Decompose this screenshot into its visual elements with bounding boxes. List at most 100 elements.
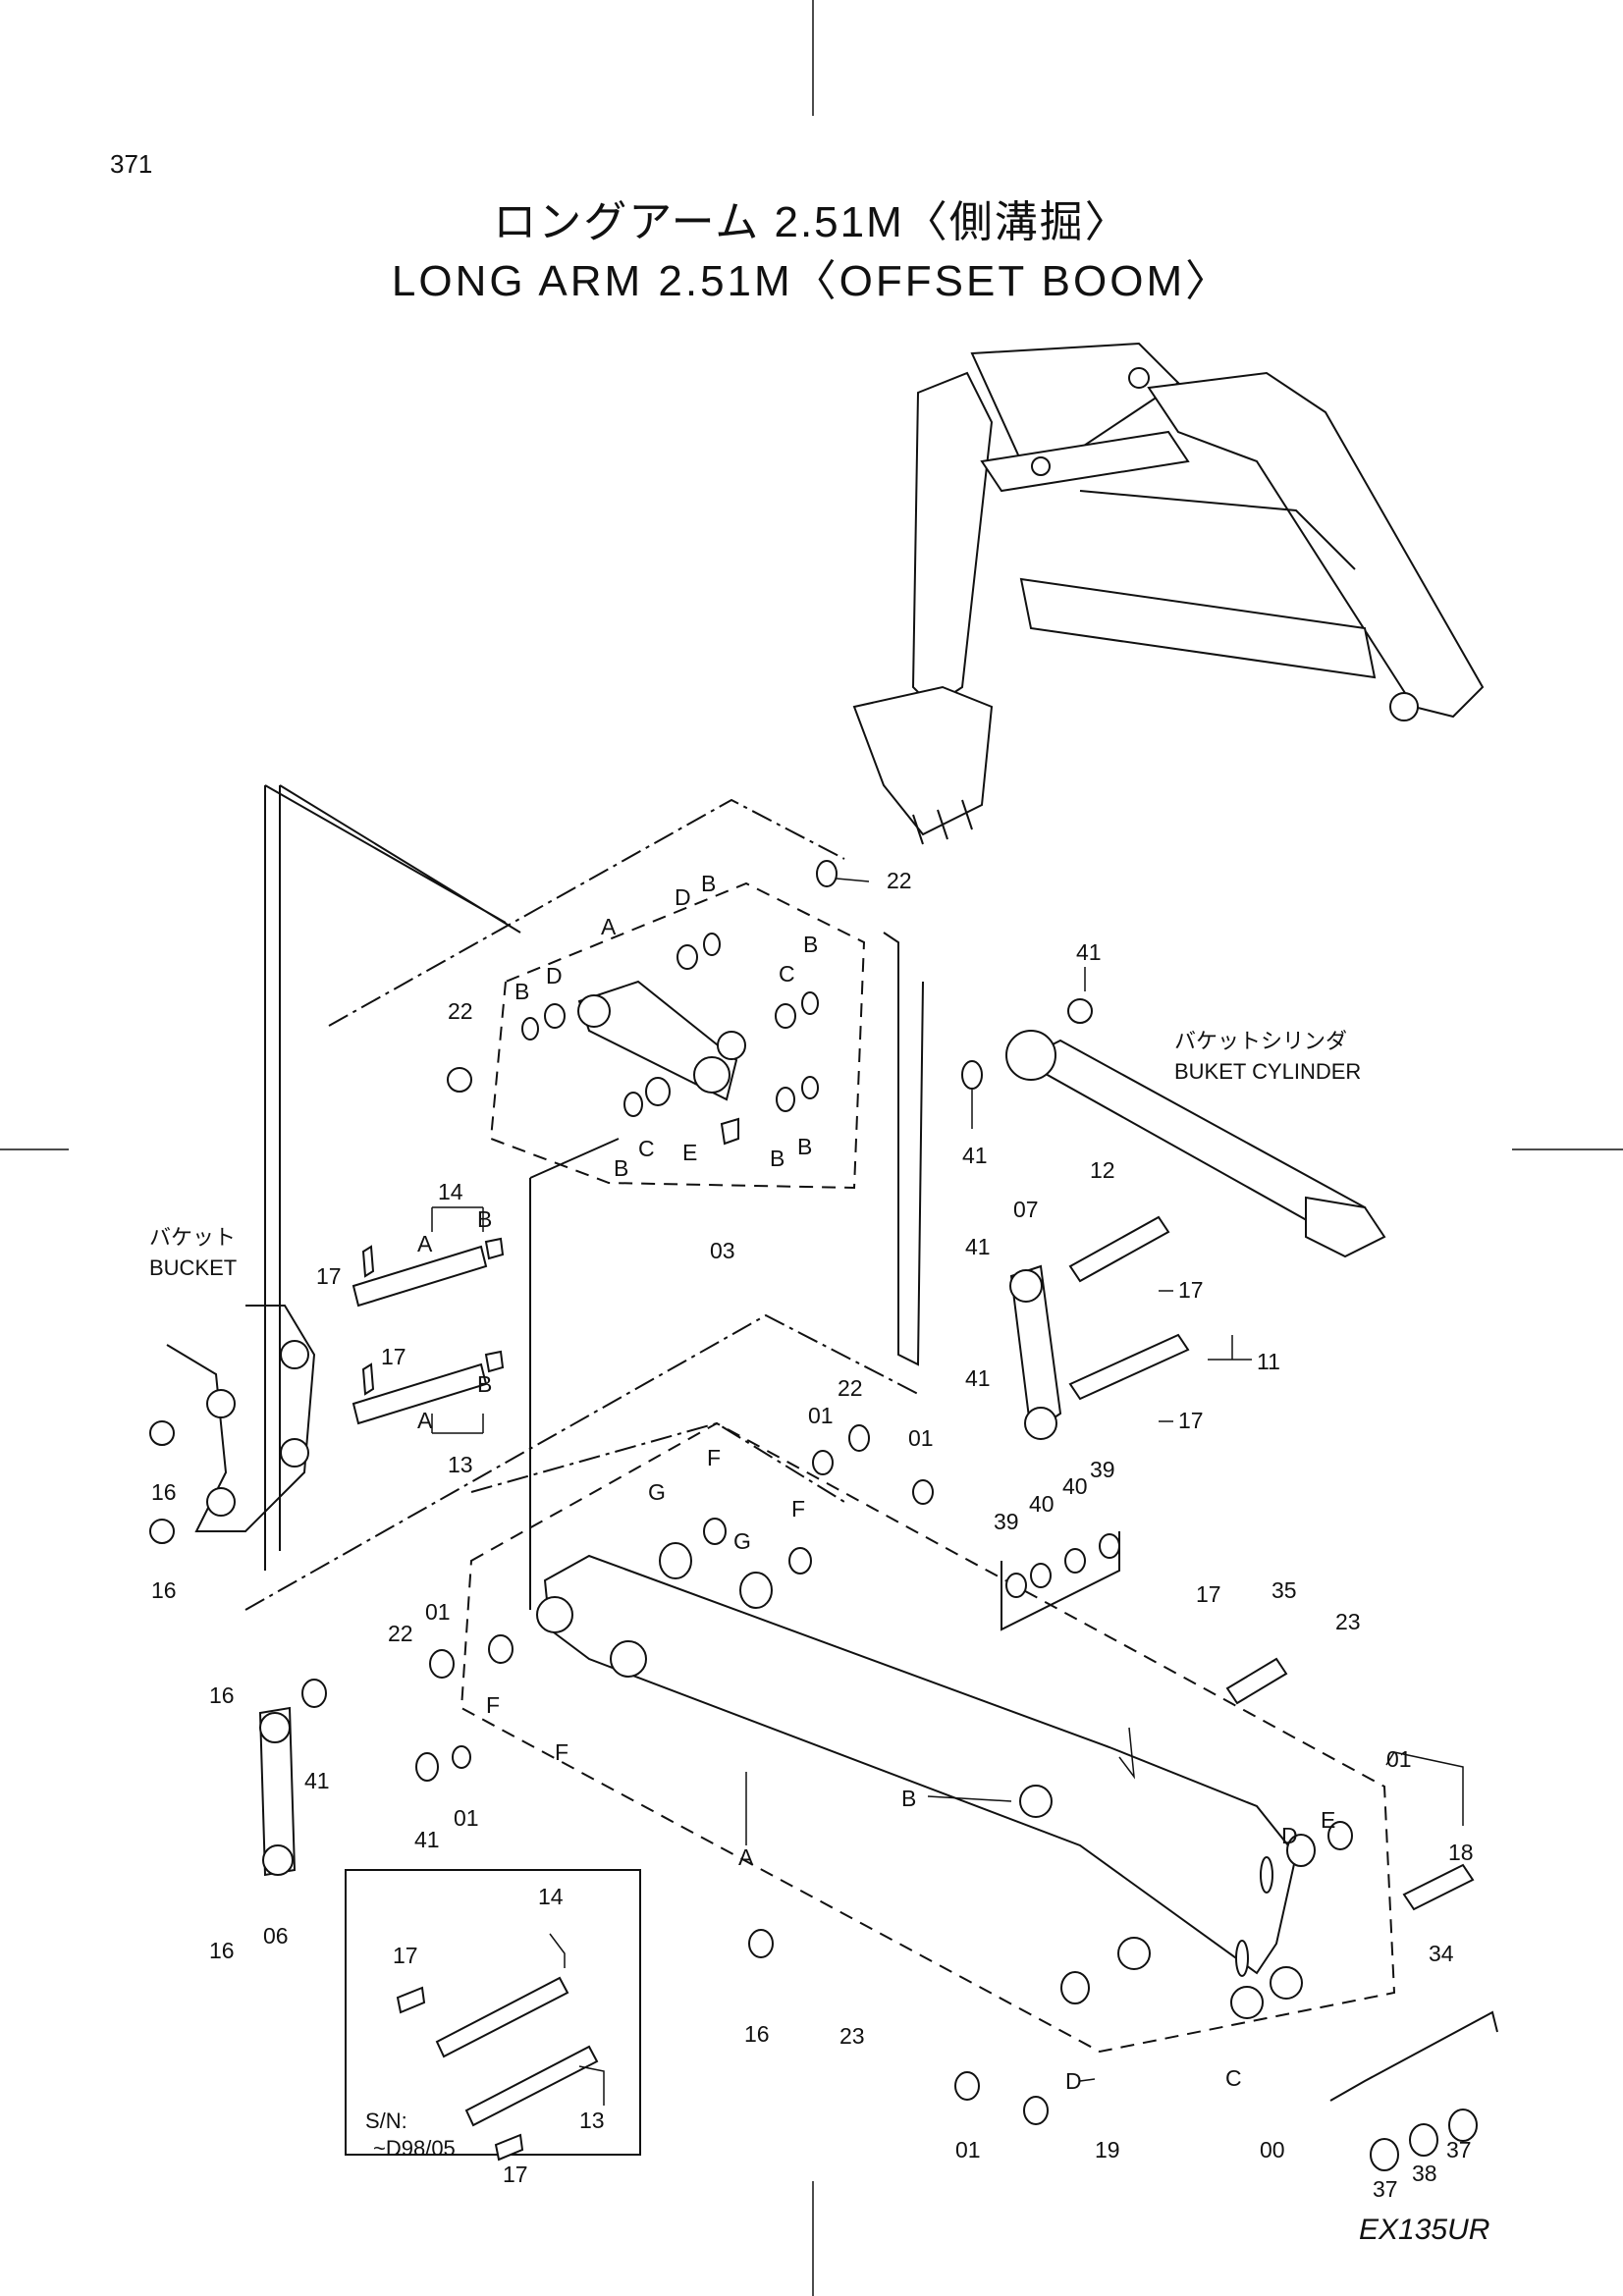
- title-japanese: ロングアーム 2.51M〈側溝掘〉: [493, 198, 1130, 246]
- label-16e: 16: [744, 2021, 770, 2047]
- label-Fa: F: [486, 1692, 500, 1718]
- arm-bushings: [301, 1424, 1478, 2171]
- label-03: 03: [710, 1238, 735, 1263]
- label-G1: G: [648, 1479, 666, 1505]
- label-37b: 37: [1446, 2137, 1472, 2163]
- label-A1: A: [601, 914, 617, 939]
- page-number: 371: [110, 149, 153, 179]
- label-01d: 01: [454, 1805, 479, 1831]
- leader-lines: [431, 878, 1464, 2106]
- arm-assembly-outline: [460, 1421, 1396, 2054]
- callout-labels: 22 D B A D B 22 C B B C E B B 03 41 41 バ…: [149, 868, 1474, 2202]
- title-english: LONG ARM 2.51M〈OFFSET BOOM〉: [391, 257, 1232, 305]
- label-22a: 22: [887, 868, 912, 893]
- label-17g: 17: [503, 2162, 528, 2187]
- label-B2: B: [803, 932, 818, 957]
- leader-chain-1: [328, 798, 845, 1027]
- label-39a: 39: [994, 1509, 1019, 1534]
- label-D1: D: [546, 963, 563, 988]
- label-40a: 40: [1029, 1491, 1055, 1517]
- label-B3: B: [614, 1155, 628, 1181]
- inset-sn-line1: S/N:: [365, 2109, 407, 2133]
- label-19: 19: [1095, 2137, 1120, 2163]
- model-code: EX135UR: [1359, 2214, 1490, 2246]
- label-B4: B: [770, 1146, 784, 1171]
- link-assembly-outline: [489, 881, 866, 1190]
- label-41c: 41: [965, 1234, 991, 1259]
- bucket-en: BUCKET: [149, 1255, 237, 1280]
- pins-12-11: [1068, 1215, 1190, 1401]
- guide-line-right: [883, 932, 924, 1366]
- label-Ba: B: [701, 871, 716, 896]
- label-00: 00: [1260, 2137, 1285, 2163]
- inset-sn-line2: ~D98/05: [373, 2136, 456, 2161]
- inset-pins: [396, 1976, 599, 2162]
- bucket-cylinder-jp: バケットシリンダ: [1174, 1029, 1347, 1053]
- label-01a: 01: [808, 1403, 834, 1428]
- label-13b: 13: [579, 2108, 605, 2133]
- label-13a: 13: [448, 1452, 473, 1477]
- link-06: [258, 1706, 297, 1877]
- bucket-pins: [352, 1237, 505, 1425]
- label-01e: 01: [1386, 1746, 1412, 1772]
- label-Aa: A: [417, 1231, 433, 1256]
- label-16d: 16: [209, 1938, 235, 1963]
- label-Da: D: [675, 884, 691, 910]
- label-Eb: E: [1321, 1807, 1335, 1833]
- label-41a: 41: [1076, 939, 1102, 965]
- excavator-overview-illustration: [852, 342, 1485, 845]
- label-41f: 41: [414, 1827, 440, 1852]
- label-17b: 17: [381, 1344, 406, 1369]
- label-B5: B: [797, 1134, 812, 1159]
- label-Db: D: [1281, 1823, 1298, 1848]
- bucket-outline: [149, 1305, 316, 1544]
- label-40b: 40: [1062, 1473, 1088, 1499]
- guide-line-center: [529, 1138, 620, 1610]
- label-22c: 22: [838, 1375, 863, 1401]
- label-41b: 41: [962, 1143, 988, 1168]
- label-Ab: A: [417, 1408, 433, 1433]
- long-arm-body: [536, 1554, 1303, 2019]
- label-37a: 37: [1373, 2176, 1398, 2202]
- label-38: 38: [1412, 2161, 1437, 2186]
- label-14a: 14: [438, 1179, 463, 1204]
- label-22b: 22: [448, 998, 473, 1024]
- link-07: [1009, 1264, 1062, 1440]
- label-01b: 01: [908, 1425, 934, 1451]
- label-Dc: D: [1065, 2068, 1082, 2094]
- label-14b: 14: [538, 1884, 564, 1909]
- inset-box: [345, 1869, 641, 2156]
- label-01c: 01: [425, 1599, 451, 1625]
- label-12: 12: [1090, 1157, 1115, 1183]
- link-bushings: [447, 860, 838, 1146]
- label-B-arm: B: [901, 1786, 916, 1811]
- pins-35-34: [1225, 1657, 1475, 1911]
- label-01f: 01: [955, 2137, 981, 2163]
- label-07: 07: [1013, 1197, 1039, 1222]
- guide-lines-left: [264, 784, 521, 1571]
- label-23a: 23: [1335, 1609, 1361, 1634]
- bucket-jp: バケット: [149, 1225, 236, 1250]
- bucket-cylinder: [961, 998, 1386, 1258]
- label-41e: 41: [304, 1768, 330, 1793]
- label-17e: 17: [1196, 1581, 1221, 1607]
- label-Cc: C: [1225, 2065, 1242, 2091]
- washer-bracket-39-40: [1001, 1531, 1120, 1631]
- label-17d: 17: [1178, 1408, 1204, 1433]
- label-39b: 39: [1090, 1457, 1115, 1482]
- label-18: 18: [1448, 1840, 1474, 1865]
- label-G2: G: [733, 1528, 751, 1554]
- label-Bc: B: [477, 1371, 492, 1397]
- label-17c: 17: [1178, 1277, 1204, 1303]
- label-16c: 16: [209, 1682, 235, 1708]
- label-17a: 17: [316, 1263, 342, 1289]
- label-E1: E: [682, 1140, 697, 1165]
- label-34: 34: [1429, 1941, 1454, 1966]
- label-Bb: B: [477, 1206, 492, 1232]
- label-41d: 41: [965, 1365, 991, 1391]
- label-11: 11: [1257, 1349, 1280, 1374]
- label-23b: 23: [839, 2023, 865, 2049]
- label-17f: 17: [393, 1943, 418, 1968]
- label-Fb: F: [555, 1739, 568, 1765]
- label-22d: 22: [388, 1621, 413, 1646]
